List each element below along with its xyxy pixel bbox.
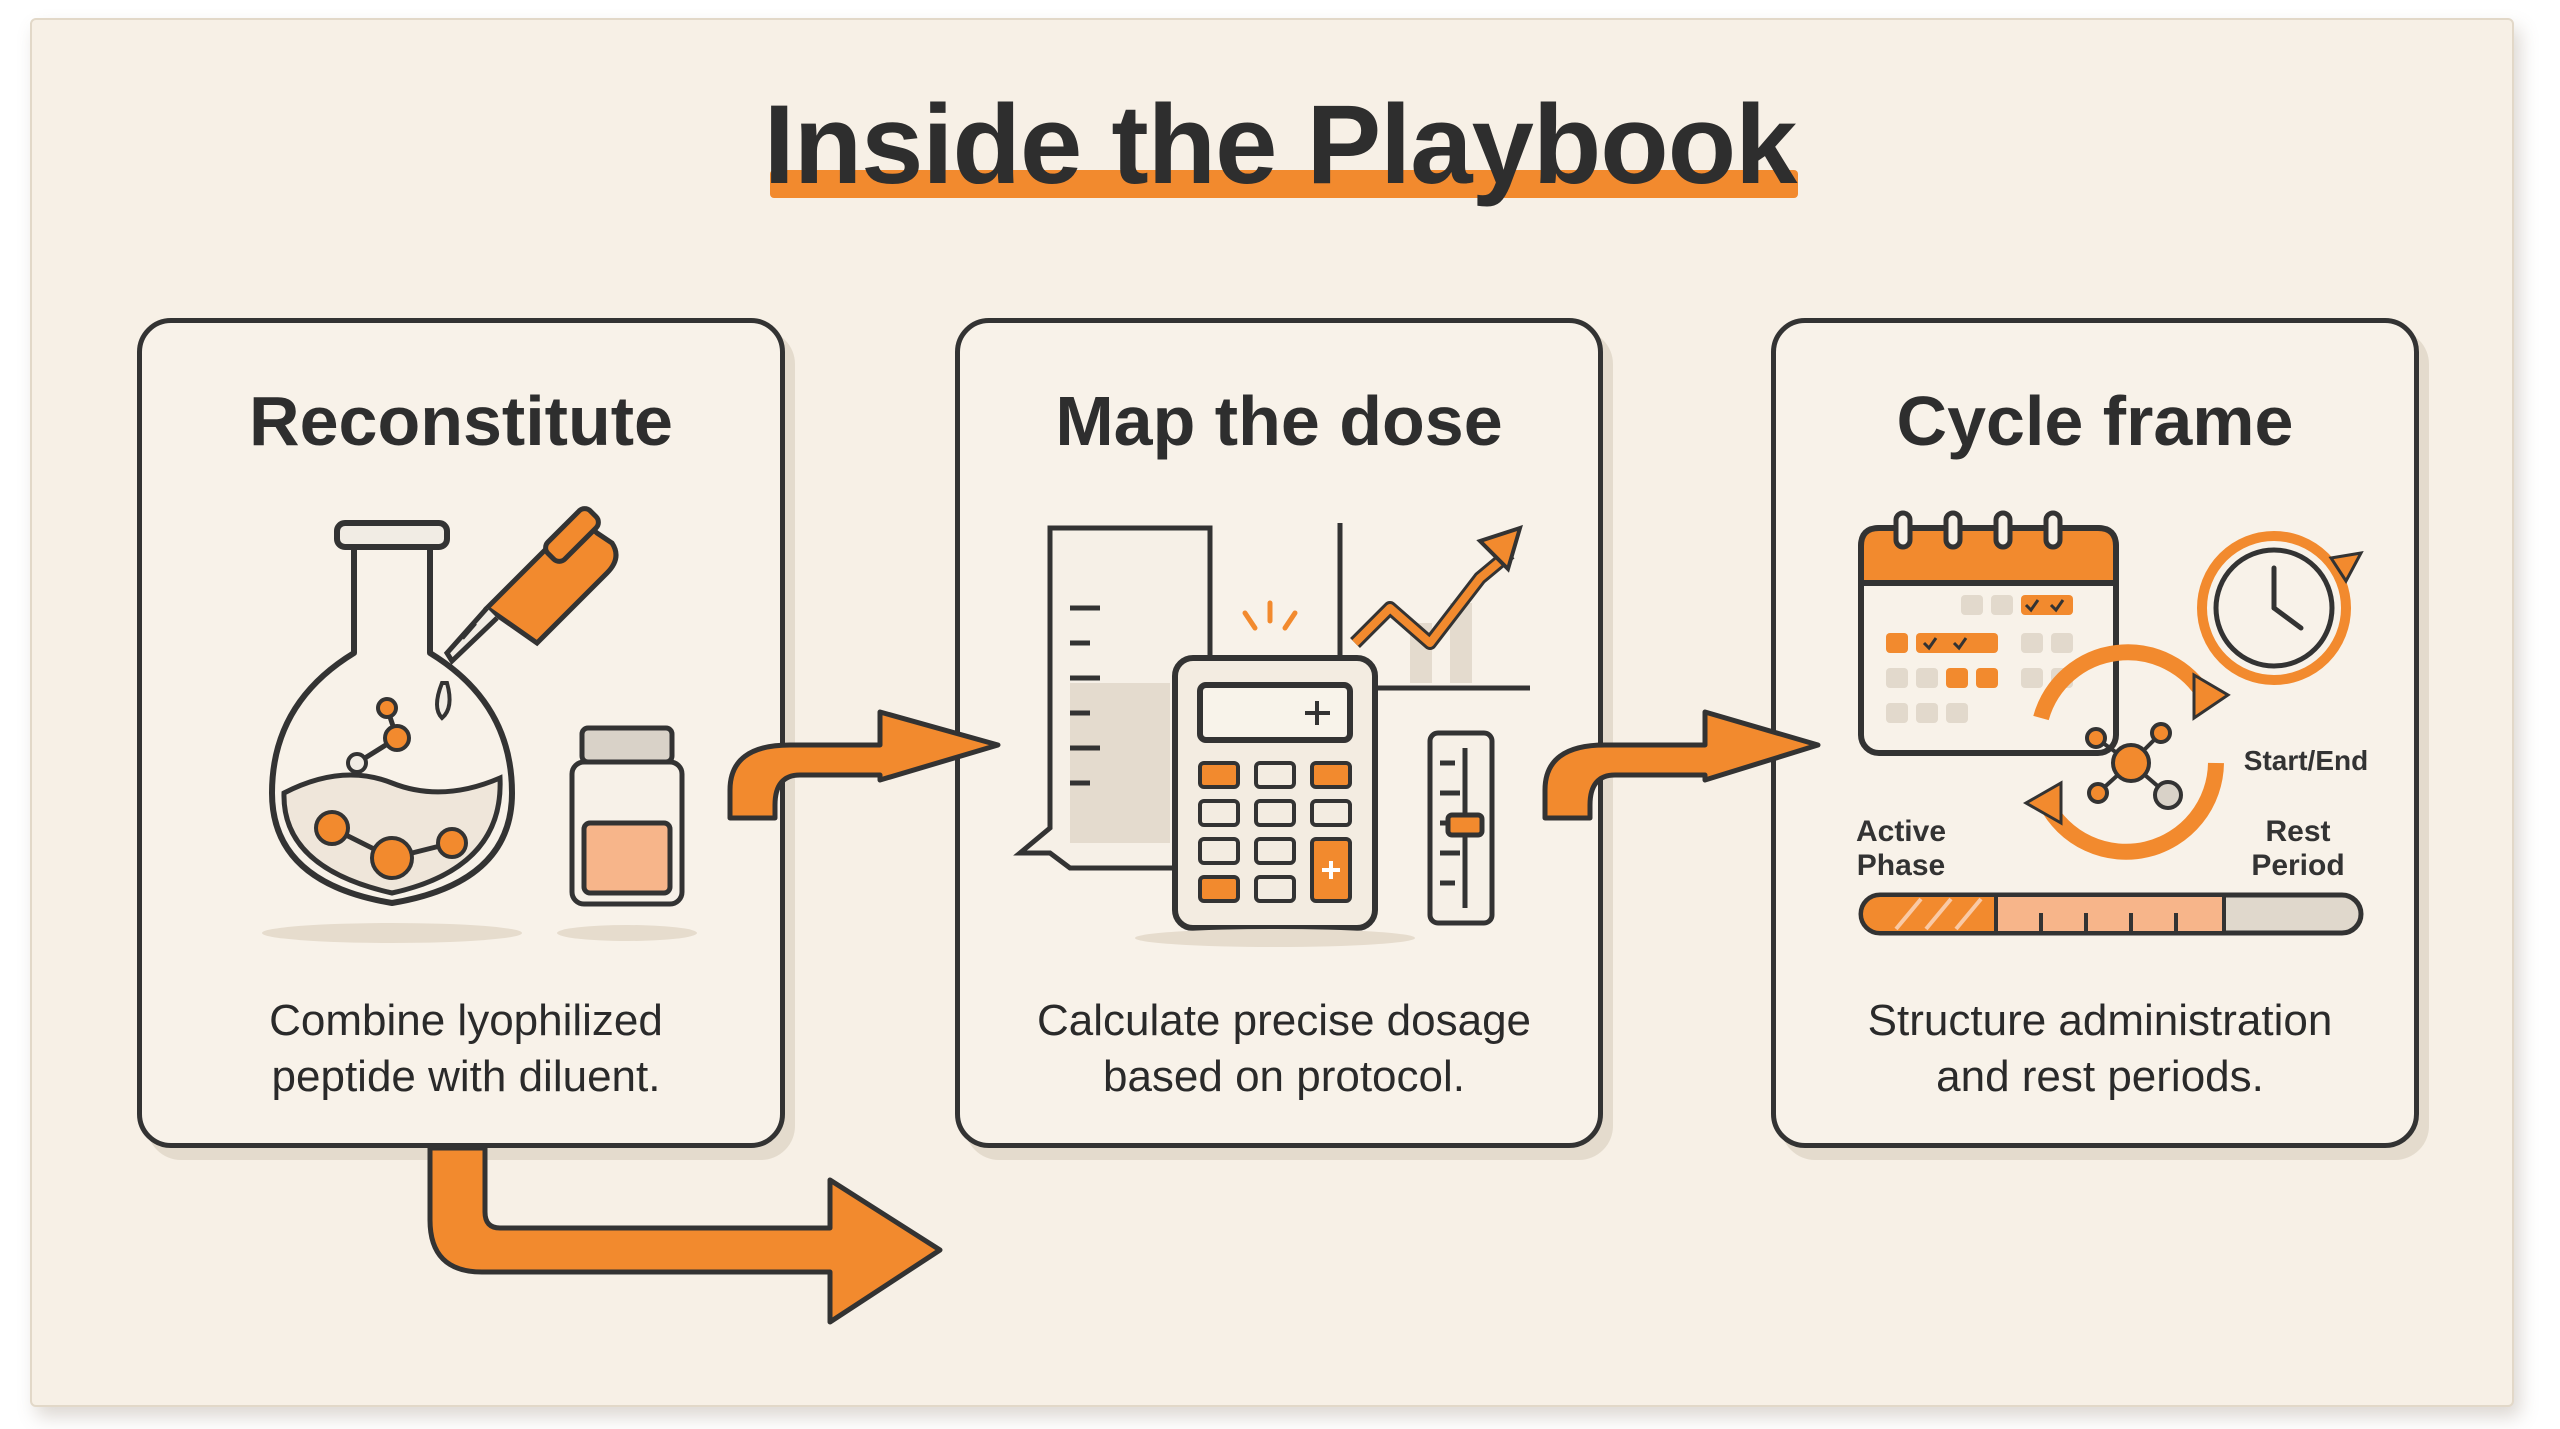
calendar-clock-cycle-icon: Start/End Active Phase Rest Period [1856, 510, 2368, 936]
step-description-line: and rest periods. [1936, 1052, 2264, 1101]
step-description-line: Structure administration [1867, 996, 2333, 1045]
step-title: Map the dose [1055, 382, 1503, 460]
step-description: Combine lyophilized peptide with diluent… [162, 993, 770, 1105]
active-phase-label: Active [1856, 815, 1946, 848]
active-phase-label: Phase [1857, 849, 1945, 882]
step-title: Cycle frame [1896, 382, 2294, 460]
rest-period-label: Rest [2265, 815, 2330, 848]
step-title: Reconstitute [249, 382, 673, 460]
arrow-right-icon [1542, 709, 1821, 821]
arrow-down-right-icon [427, 1145, 943, 1325]
step-description-line: peptide with diluent. [271, 1052, 661, 1101]
step-panel-map-the-dose: Map the dose [955, 318, 1603, 1148]
flask-dropper-vial-icon [262, 506, 697, 943]
start-end-label: Start/End [2244, 745, 2368, 776]
cycle-timeline-bar [1858, 892, 2364, 936]
step-panel-reconstitute: Reconstitute [137, 318, 785, 1148]
step-description-line: Combine lyophilized [269, 996, 663, 1045]
page-title: Inside the Playbook [763, 82, 1798, 207]
title-wrap: Inside the Playbook [0, 70, 2560, 220]
step-description: Calculate precise dosage based on protoc… [980, 993, 1588, 1105]
step-description-line: based on protocol. [1102, 1052, 1466, 1101]
calculator-chart-icon [1013, 523, 1530, 947]
rest-period-label: Period [2251, 849, 2344, 882]
step-panel-cycle-frame: Cycle frame [1771, 318, 2419, 1148]
step-description-line: Calculate precise dosage [1036, 996, 1532, 1045]
arrow-right-icon [727, 709, 1001, 821]
title-underline [770, 170, 1798, 198]
step-description: Structure administration and rest period… [1796, 993, 2404, 1105]
